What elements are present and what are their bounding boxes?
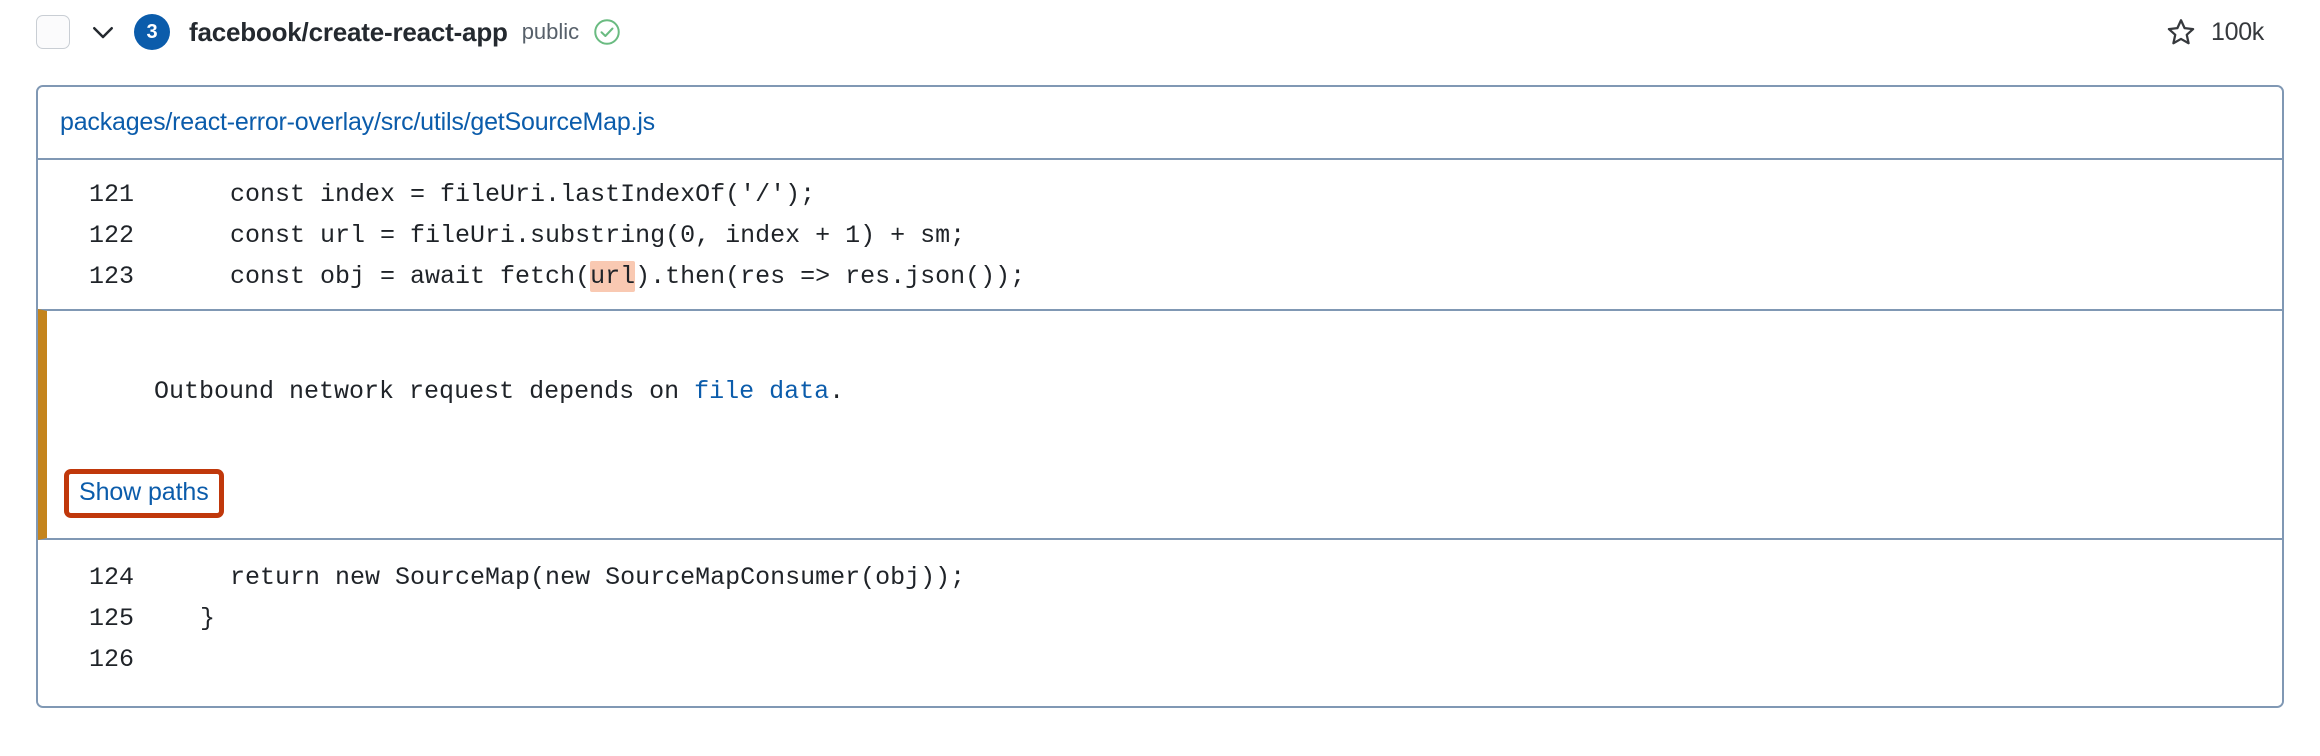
code-token: return new SourceMap(new SourceMapConsum… xyxy=(170,563,966,592)
code-line-number: 122 xyxy=(88,221,134,250)
alert-count-badge: 3 xyxy=(134,14,170,50)
show-paths-button[interactable]: Show paths xyxy=(79,478,209,506)
code-lines-after: 124 return new SourceMap(new SourceMapCo… xyxy=(38,540,2282,706)
alert-message: Outbound network request depends on file… xyxy=(64,329,2282,455)
star-count: 100k xyxy=(2210,17,2264,46)
code-line-content: const index = fileUri.lastIndexOf('/'); xyxy=(134,174,815,215)
code-token: ).then(res => res.json()); xyxy=(635,262,1026,291)
code-line-content: const obj = await fetch(url).then(res =>… xyxy=(134,256,1025,297)
code-line-content: } xyxy=(134,598,215,639)
code-line: 125 } xyxy=(38,598,2282,639)
highlighted-token: url xyxy=(590,261,636,292)
code-line-number: 121 xyxy=(88,180,134,209)
code-token: const url = fileUri.substring(0, index +… xyxy=(170,221,966,250)
repository-name[interactable]: facebook/create-react-app xyxy=(189,16,508,47)
code-lines-before: 121 const index = fileUri.lastIndexOf('/… xyxy=(38,160,2282,309)
show-paths-annotation-box: Show paths xyxy=(64,469,224,518)
code-line: 123 const obj = await fetch(url).then(re… xyxy=(38,256,2282,297)
chevron-down-icon[interactable] xyxy=(80,15,126,49)
code-line: 122 const url = fileUri.substring(0, ind… xyxy=(38,215,2282,256)
code-snippet-panel: packages/react-error-overlay/src/utils/g… xyxy=(36,85,2284,708)
code-line-number: 123 xyxy=(88,262,134,291)
alert-header: 3 facebook/create-react-app public 100k xyxy=(0,0,2320,64)
code-line-content: return new SourceMap(new SourceMapConsum… xyxy=(134,557,965,598)
code-line: 126 xyxy=(38,639,2282,680)
star-icon[interactable] xyxy=(2165,16,2197,48)
alert-header-left: 3 facebook/create-react-app public xyxy=(36,14,2165,50)
code-line-content: const url = fileUri.substring(0, index +… xyxy=(134,215,965,256)
alert-message-suffix: . xyxy=(829,377,845,406)
code-line-number: 125 xyxy=(88,604,134,633)
code-line: 124 return new SourceMap(new SourceMapCo… xyxy=(38,557,2282,598)
code-token: const index = fileUri.lastIndexOf('/'); xyxy=(170,180,816,209)
select-alert-checkbox[interactable] xyxy=(36,15,70,49)
file-path-link[interactable]: packages/react-error-overlay/src/utils/g… xyxy=(60,108,655,136)
alert-message-prefix: Outbound network request depends on xyxy=(154,377,695,406)
code-token: } xyxy=(170,604,216,633)
code-line-number: 124 xyxy=(88,563,134,592)
code-line-number: 126 xyxy=(88,645,134,674)
alert-detail-row: Outbound network request depends on file… xyxy=(38,309,2282,540)
alert-rule-link[interactable]: file data xyxy=(694,377,830,406)
code-token: const obj = await fetch( xyxy=(170,262,591,291)
alert-header-right: 100k xyxy=(2165,16,2264,48)
repository-visibility-label: public xyxy=(521,19,580,44)
check-circle-icon xyxy=(592,17,622,47)
file-path-header: packages/react-error-overlay/src/utils/g… xyxy=(38,87,2282,160)
code-line: 121 const index = fileUri.lastIndexOf('/… xyxy=(38,174,2282,215)
